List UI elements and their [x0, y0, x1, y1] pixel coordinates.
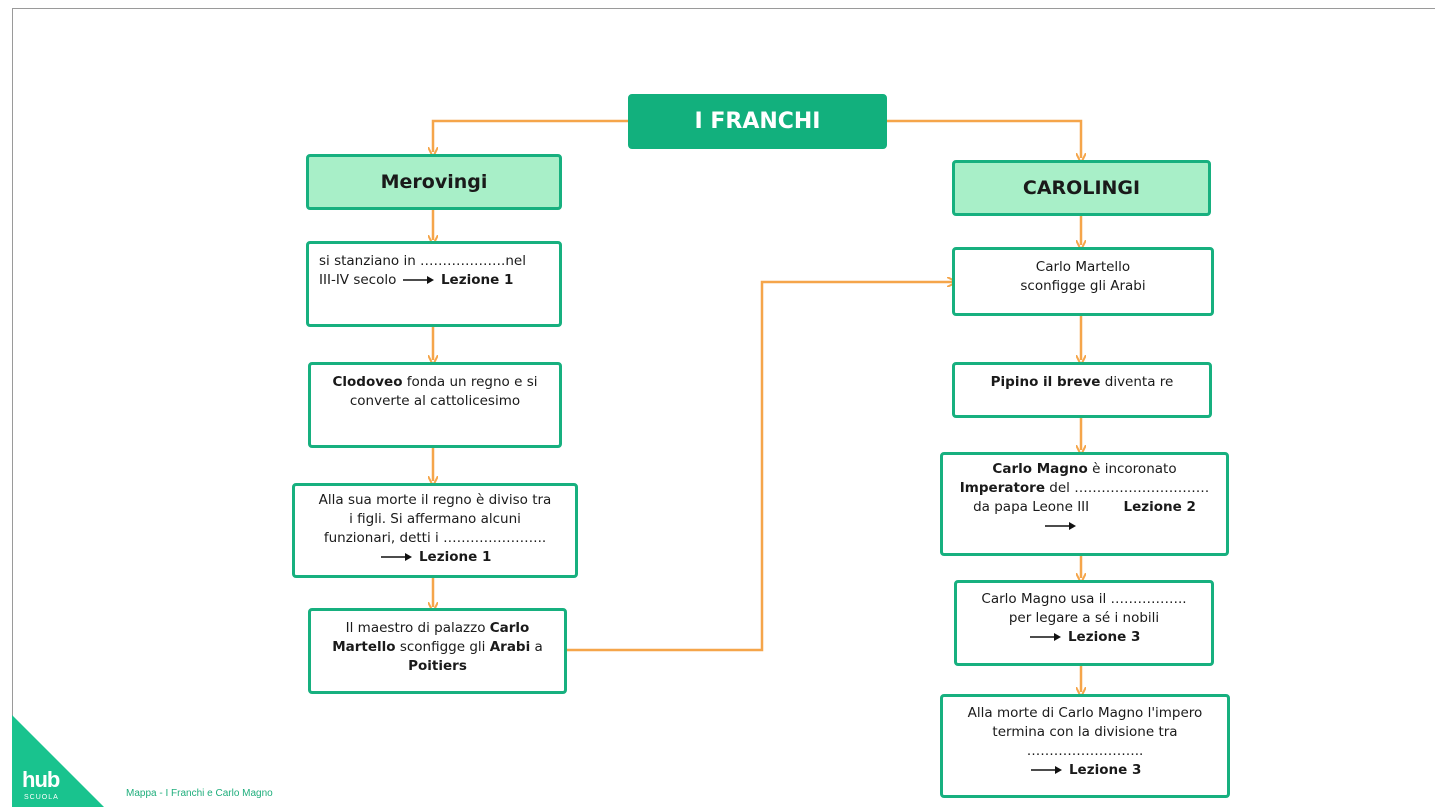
connector-cross — [567, 282, 952, 652]
merovingi-box-2: Clodoveo fonda un regno e si converte al… — [308, 362, 562, 448]
hub-scuola-logo — [12, 715, 104, 807]
carolingi-box-1: Carlo Martello sconfigge gli Arabi — [952, 247, 1214, 316]
title-text: I FRANCHI — [694, 109, 821, 134]
carolingi-box-2: Pipino il breve diventa re — [952, 362, 1212, 418]
slide-frame — [12, 8, 1435, 807]
title-node: I FRANCHI — [628, 94, 887, 149]
carolingi-header: CAROLINGI — [952, 160, 1211, 216]
merovingi-header: Merovingi — [306, 154, 562, 210]
right-arrow-icon — [401, 275, 437, 285]
right-arrow-icon — [379, 552, 415, 562]
connector-title-merovingi — [433, 119, 628, 152]
right-arrow-icon — [1028, 632, 1064, 642]
footer-caption: Mappa - I Franchi e Carlo Magno — [126, 788, 273, 799]
connector-title-carolingi — [887, 119, 1081, 158]
carolingi-box-5: Alla morte di Carlo Magno l'impero termi… — [940, 694, 1230, 798]
merovingi-box-4: Il maestro di palazzo Carlo Martello sco… — [308, 608, 567, 694]
carolingi-box-3: Carlo Magno è incoronato Imperatore del … — [940, 452, 1229, 556]
right-arrow-icon — [1029, 765, 1065, 775]
right-arrow-icon — [1043, 521, 1079, 531]
merovingi-box-3: Alla sua morte il regno è diviso tra i f… — [292, 483, 578, 578]
logo-text: hub — [22, 767, 60, 792]
carolingi-box-4: Carlo Magno usa il …………….. per legare a … — [954, 580, 1214, 666]
logo-subtext: SCUOLA — [24, 794, 59, 801]
merovingi-box-1: si stanziano in ……………….nel III-IV secolo… — [306, 241, 562, 327]
